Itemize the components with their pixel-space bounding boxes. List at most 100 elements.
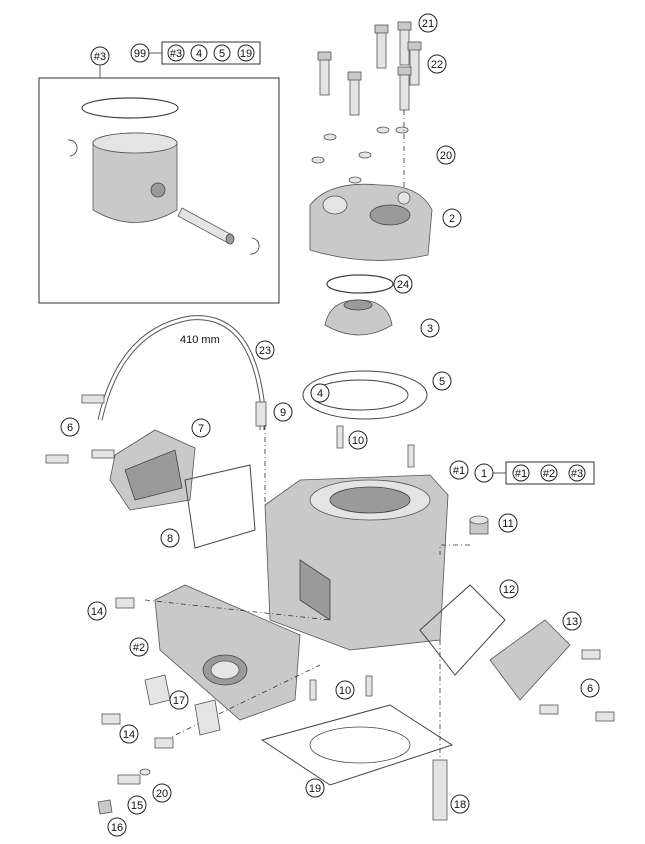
callout-circle: [191, 418, 211, 438]
callout-number: 20: [156, 788, 168, 800]
callout-number: #2: [133, 642, 145, 654]
callout-circle: [127, 795, 147, 815]
washer-20: [139, 768, 151, 776]
callout-circle: [169, 690, 189, 710]
callout-number: 19: [309, 783, 321, 795]
callout-number: 11: [502, 518, 513, 530]
callout-number: 10: [339, 685, 351, 697]
sleeve-18: [432, 759, 448, 821]
callout-number: 23: [259, 345, 271, 357]
callout-number: 12: [503, 584, 515, 596]
callout-number: 6: [587, 683, 593, 695]
callout-circle: [393, 274, 413, 294]
callout-number: 7: [198, 423, 204, 435]
kit-1-item: #3: [571, 468, 583, 480]
callout-number: 20: [440, 150, 452, 162]
bolt-6: [581, 649, 601, 660]
circlip-right: [249, 237, 260, 255]
exhaust-flange: [154, 584, 301, 721]
callout-circle: [129, 637, 149, 657]
water-pump-cover: [489, 619, 571, 701]
bolt-14: [101, 713, 121, 725]
callout-number: 9: [280, 407, 286, 419]
kit-99-box: [161, 41, 261, 65]
combustion-insert: [324, 299, 393, 336]
callout-circle: [498, 513, 518, 533]
bolt-6: [81, 394, 105, 404]
dowel-pin: [309, 679, 317, 701]
callout-number: 13: [566, 616, 578, 628]
callout-number: 10: [352, 435, 364, 447]
callout-number: 8: [167, 533, 173, 545]
callout-circle: [449, 460, 469, 480]
callout-circle: [427, 54, 447, 74]
hose-length-label: 410 mm: [180, 334, 220, 346]
callout-circle: [87, 601, 107, 621]
callout-circle: [418, 13, 438, 33]
callout-number: 24: [397, 279, 409, 291]
callout-circle: [348, 430, 368, 450]
washers: [311, 126, 409, 184]
stud-15: [117, 774, 141, 785]
bolt-14: [154, 737, 174, 749]
callout-number: 14: [123, 729, 135, 741]
callout-circle: [499, 579, 519, 599]
kit-99-group: 99 #3 4 5 19: [130, 41, 261, 65]
gasket-8: [184, 464, 256, 549]
callout-circle: [442, 208, 462, 228]
piston-ring: [81, 97, 179, 119]
callout-number: 2: [449, 213, 455, 225]
plug-11: [469, 515, 489, 535]
callout-number: #3: [94, 51, 106, 63]
gasket-12: [419, 584, 506, 676]
cylinder-head: [309, 183, 433, 261]
callout-circle: [107, 817, 127, 837]
hose-nipple: [255, 401, 267, 427]
dowel-pin: [336, 425, 344, 449]
callout-number: 18: [454, 799, 466, 811]
bolt-6: [91, 449, 115, 459]
callout-circle: [152, 783, 172, 803]
bolt-6: [539, 704, 559, 715]
bolt-6: [45, 454, 69, 464]
kit-1-item: #1: [515, 468, 527, 480]
callout-number: 22: [431, 59, 443, 71]
callout-number: 15: [131, 800, 143, 812]
callout-circle: [310, 383, 330, 403]
callout-number: 16: [111, 822, 123, 834]
callout-number: 3: [427, 323, 433, 335]
bracket-17: [144, 674, 171, 706]
callout-number: 5: [439, 376, 445, 388]
piston-kit-frame: [38, 77, 280, 304]
piston: [92, 132, 178, 223]
callout-number: 17: [173, 695, 185, 707]
callout-circle: [562, 611, 582, 631]
callout-circle: [90, 46, 110, 66]
circlip-left: [67, 139, 78, 157]
callout-circle: [450, 794, 470, 814]
cylinder: [264, 474, 449, 651]
piston-pin: [177, 207, 235, 245]
kit-99-item: 19: [240, 48, 252, 60]
callout-circle: [119, 724, 139, 744]
kit-1-item: #2: [543, 468, 555, 480]
callout-circle: [420, 318, 440, 338]
kit-1-group: 1 #1 #2 #3: [474, 461, 595, 485]
bolt-14: [115, 597, 135, 609]
kit-1-label: 1: [481, 468, 487, 480]
callout-circle: [255, 340, 275, 360]
kit-99-item: #3: [170, 48, 182, 60]
callout-circle: [60, 417, 80, 437]
bracket-17: [194, 699, 221, 736]
callout-circle: [436, 145, 456, 165]
callout-circle: [432, 371, 452, 391]
callout-number: #1: [453, 465, 465, 477]
callout-number: 21: [422, 18, 434, 30]
kit-99-item: 5: [219, 48, 225, 60]
nut-16: [97, 799, 113, 815]
bolt-6: [595, 711, 615, 722]
kit-99-item: 4: [196, 48, 202, 60]
callout-circle: [580, 678, 600, 698]
dowel-pin: [407, 444, 415, 468]
